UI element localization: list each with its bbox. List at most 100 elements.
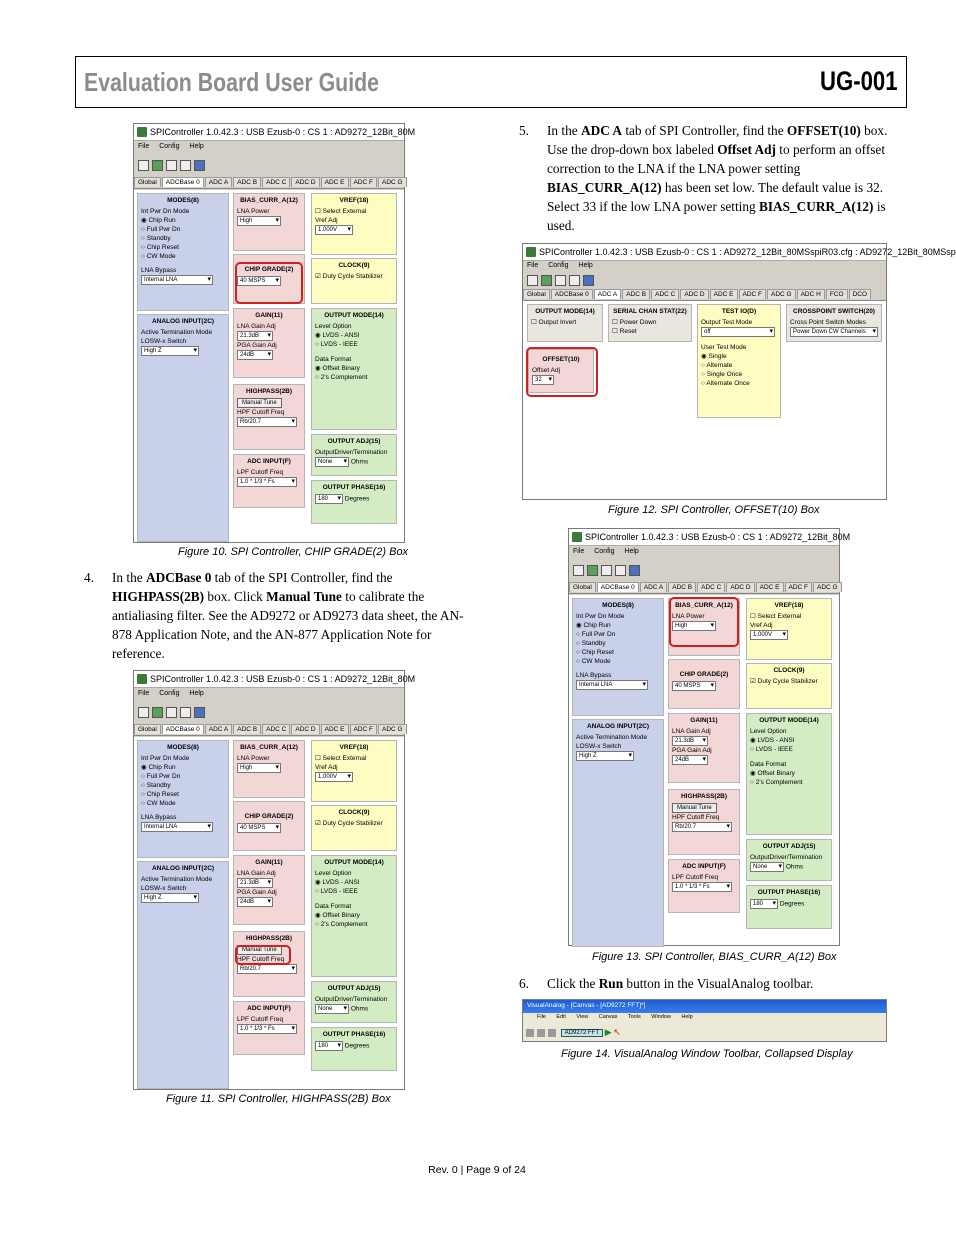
manual-tune-button[interactable]: Manual Tune bbox=[672, 803, 717, 813]
hpf-cutoff-select[interactable]: Rb/20.7 bbox=[237, 964, 297, 974]
va-menu-window[interactable]: Window bbox=[651, 1014, 671, 1020]
lna-gain-select[interactable]: 21.3dB bbox=[672, 736, 708, 746]
va-menu-tools[interactable]: Tools bbox=[627, 1014, 641, 1020]
lpf-cutoff-select[interactable]: 1.0 * 1/3 * Fs bbox=[237, 1024, 297, 1034]
pga-gain-select[interactable]: 24dB bbox=[237, 350, 273, 360]
tab-adc-b[interactable]: ADC B bbox=[622, 289, 651, 299]
stop-icon[interactable] bbox=[527, 275, 538, 286]
tab-adc-d[interactable]: ADC D bbox=[680, 289, 709, 299]
stop-icon[interactable] bbox=[138, 160, 149, 171]
open-icon[interactable] bbox=[537, 1028, 545, 1037]
chip-grade-select[interactable]: 40 MSPS bbox=[237, 823, 281, 833]
menu-file[interactable]: File bbox=[138, 143, 150, 150]
va-menu-canvas[interactable]: Canvas bbox=[598, 1014, 618, 1020]
new-icon[interactable] bbox=[152, 160, 163, 171]
tab-dco[interactable]: DCO bbox=[848, 289, 872, 299]
termination-select[interactable]: High Z bbox=[141, 893, 199, 903]
lna-gain-select[interactable]: 21.3dB bbox=[237, 878, 273, 888]
save-icon[interactable] bbox=[569, 275, 580, 286]
stop-icon[interactable] bbox=[573, 565, 584, 576]
tab-adc-d[interactable]: ADC D bbox=[726, 582, 755, 592]
tab-global[interactable]: Global bbox=[134, 177, 161, 187]
lna-power-select[interactable]: High bbox=[237, 763, 281, 773]
menu-help[interactable]: Help bbox=[578, 262, 593, 269]
save-icon[interactable] bbox=[548, 1028, 556, 1037]
canvas-button[interactable]: AD9272 FFT bbox=[560, 1028, 604, 1037]
tab-global[interactable]: Global bbox=[134, 724, 161, 734]
menu-config[interactable]: Config bbox=[548, 262, 569, 269]
hpf-cutoff-select[interactable]: Rb/20.7 bbox=[237, 417, 297, 427]
tab-global[interactable]: Global bbox=[523, 289, 550, 299]
tab-adcbase0[interactable]: ADCBase 0 bbox=[161, 724, 204, 734]
save-icon[interactable] bbox=[180, 160, 191, 171]
hpf-cutoff-select[interactable]: Rb/20.7 bbox=[672, 822, 732, 832]
tab-adc-g[interactable]: ADC G bbox=[378, 724, 407, 734]
manual-tune-button[interactable]: Manual Tune bbox=[237, 398, 282, 408]
tab-adcbase0[interactable]: ADCBase 0 bbox=[161, 177, 204, 187]
run-icon[interactable]: ▶ bbox=[604, 1027, 612, 1037]
tab-adc-c[interactable]: ADC C bbox=[262, 724, 291, 734]
pga-gain-select[interactable]: 24dB bbox=[672, 755, 708, 765]
menu-help[interactable]: Help bbox=[624, 548, 639, 555]
menu-help[interactable]: Help bbox=[189, 143, 204, 150]
va-menu-view[interactable]: View bbox=[576, 1014, 589, 1020]
va-menu-help[interactable]: Help bbox=[681, 1014, 693, 1020]
output-phase-select[interactable]: 180 bbox=[315, 1041, 343, 1051]
termination-select[interactable]: High Z bbox=[576, 751, 634, 761]
save-icon[interactable] bbox=[180, 707, 191, 718]
lna-bypass-select[interactable]: Internal LNA bbox=[576, 680, 648, 690]
open-icon[interactable] bbox=[166, 707, 177, 718]
output-test-mode-select[interactable]: off bbox=[701, 327, 775, 337]
chip-icon[interactable] bbox=[194, 160, 205, 171]
open-icon[interactable] bbox=[555, 275, 566, 286]
pga-gain-select[interactable]: 24dB bbox=[237, 897, 273, 907]
lpf-cutoff-select[interactable]: 1.0 * 1/3 * Fs bbox=[237, 477, 297, 487]
stop-icon[interactable] bbox=[138, 707, 149, 718]
menu-help[interactable]: Help bbox=[189, 690, 204, 697]
va-menu-file[interactable]: File bbox=[537, 1014, 546, 1020]
tab-adc-b[interactable]: ADC B bbox=[233, 177, 262, 187]
new-icon[interactable] bbox=[587, 565, 598, 576]
tab-adc-a[interactable]: ADC A bbox=[639, 582, 668, 592]
tab-adc-g[interactable]: ADC G bbox=[813, 582, 842, 592]
tab-adc-f[interactable]: ADC F bbox=[738, 289, 766, 299]
tab-adc-h[interactable]: ADC H bbox=[796, 289, 825, 299]
new-icon[interactable] bbox=[541, 275, 552, 286]
chip-grade-select[interactable]: 40 MSPS bbox=[672, 681, 716, 691]
tab-adc-c[interactable]: ADC C bbox=[651, 289, 680, 299]
termination-select[interactable]: High Z bbox=[141, 346, 199, 356]
tab-adc-f[interactable]: ADC F bbox=[349, 177, 377, 187]
menu-config[interactable]: Config bbox=[594, 548, 615, 555]
menu-file[interactable]: File bbox=[138, 690, 150, 697]
crosspoint-mode-select[interactable]: Power Down CW Channels bbox=[790, 327, 878, 337]
tab-adc-a[interactable]: ADC A bbox=[593, 289, 622, 299]
vref-adj-select[interactable]: 1.000V bbox=[750, 630, 788, 640]
lna-bypass-select[interactable]: Internal LNA bbox=[141, 822, 213, 832]
tab-adc-e[interactable]: ADC E bbox=[320, 724, 349, 734]
output-driver-select[interactable]: None bbox=[315, 457, 349, 467]
vref-adj-select[interactable]: 1.000V bbox=[315, 772, 353, 782]
output-driver-select[interactable]: None bbox=[315, 1004, 349, 1014]
vref-adj-select[interactable]: 1.000V bbox=[315, 225, 353, 235]
tab-adc-b[interactable]: ADC B bbox=[233, 724, 262, 734]
new-icon[interactable] bbox=[152, 707, 163, 718]
menu-config[interactable]: Config bbox=[159, 143, 180, 150]
tab-adc-e[interactable]: ADC E bbox=[320, 177, 349, 187]
offset-adj-select[interactable]: 32 bbox=[532, 375, 554, 385]
va-menu-edit[interactable]: Edit bbox=[556, 1014, 566, 1020]
output-phase-select[interactable]: 180 bbox=[750, 899, 778, 909]
tab-adc-a[interactable]: ADC A bbox=[204, 724, 233, 734]
tab-adc-g[interactable]: ADC G bbox=[378, 177, 407, 187]
tab-global[interactable]: Global bbox=[569, 582, 596, 592]
tab-adc-g[interactable]: ADC G bbox=[767, 289, 796, 299]
lna-power-select[interactable]: High bbox=[672, 621, 716, 631]
tab-adc-f[interactable]: ADC F bbox=[349, 724, 377, 734]
chip-icon[interactable] bbox=[629, 565, 640, 576]
open-icon[interactable] bbox=[166, 160, 177, 171]
tab-adcbase0[interactable]: ADCBase 0 bbox=[596, 582, 639, 592]
chip-grade-select[interactable]: 40 MSPS bbox=[237, 276, 281, 286]
chip-icon[interactable] bbox=[583, 275, 594, 286]
lpf-cutoff-select[interactable]: 1.0 * 1/3 * Fs bbox=[672, 882, 732, 892]
open-icon[interactable] bbox=[601, 565, 612, 576]
menu-file[interactable]: File bbox=[527, 262, 539, 269]
